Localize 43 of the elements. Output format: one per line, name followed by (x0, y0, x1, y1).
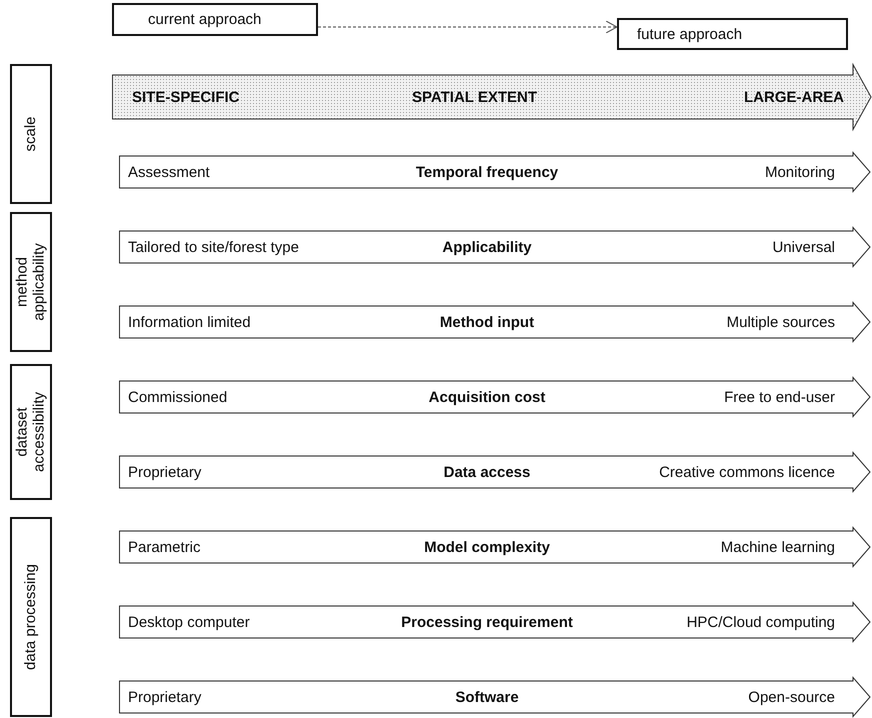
approach-box: future approach (617, 18, 848, 50)
end-label: Free to end-user (724, 388, 835, 407)
end-label: LARGE-AREA (744, 88, 844, 107)
criterion-label: Temporal frequency (416, 162, 558, 182)
start-label: Tailored to site/forest type (128, 238, 299, 257)
category-box: data processing (10, 517, 52, 717)
dashed-arrow (318, 20, 618, 34)
range-band (112, 64, 872, 130)
range-band (119, 602, 871, 642)
start-label: Commissioned (128, 388, 228, 407)
end-label: Monitoring (764, 162, 835, 182)
start-label: SITE-SPECIFIC (132, 88, 240, 107)
end-label: Multiple sources (726, 312, 835, 332)
category-box: scale (10, 64, 52, 204)
criterion-label: Data access (444, 462, 530, 482)
criterion-label: Model complexity (424, 538, 550, 557)
criterion-label: Software (455, 688, 519, 707)
range-band (119, 527, 871, 567)
start-label: Proprietary (128, 462, 202, 482)
end-label: Creative commons licence (659, 462, 835, 482)
end-label: HPC/Cloud computing (686, 612, 835, 632)
end-label: Universal (772, 238, 835, 257)
approach-box: current approach (112, 3, 318, 36)
category-box: dataset accessibility (10, 364, 52, 500)
range-band (119, 302, 871, 342)
criterion-label: Applicability (442, 238, 532, 257)
range-band (119, 677, 871, 717)
criterion-label: Method input (440, 312, 534, 332)
start-label: Information limited (128, 312, 251, 332)
start-label: Proprietary (128, 688, 202, 707)
criterion-label: Processing requirement (401, 612, 573, 632)
end-label: Open-source (748, 688, 835, 707)
range-band (119, 152, 871, 192)
start-label: Desktop computer (128, 612, 250, 632)
category-box: method applicability (10, 212, 52, 352)
range-band (119, 227, 871, 267)
end-label: Machine learning (720, 538, 835, 557)
criterion-label: Acquisition cost (428, 388, 546, 407)
start-label: Parametric (128, 538, 201, 557)
range-band (119, 377, 871, 417)
range-band (119, 452, 871, 492)
start-label: Assessment (128, 162, 210, 182)
criterion-label: SPATIAL EXTENT (412, 88, 538, 107)
